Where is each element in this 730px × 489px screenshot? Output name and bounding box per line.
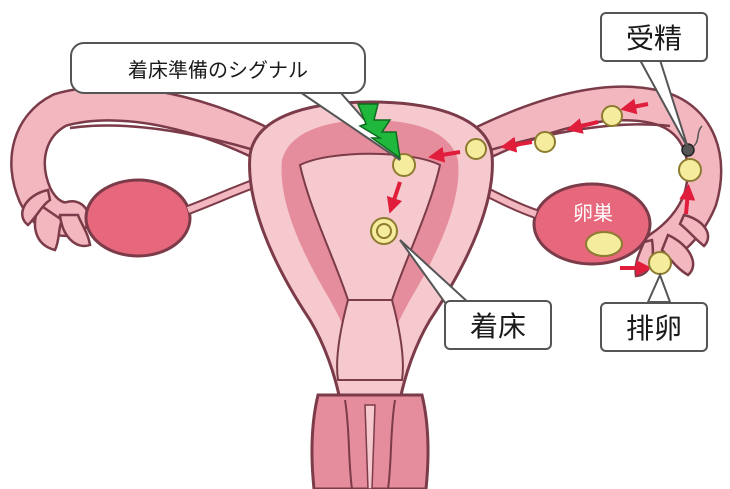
egg-3 [465,138,487,160]
egg-implanted [370,217,398,245]
ovulation-label: 排卵 [600,302,708,352]
arrow-2 [566,118,599,134]
ovary-label: 卵巣 [573,201,613,225]
implantation-label: 着床 [444,300,552,350]
callout-pointers [296,59,689,320]
arrow-3 [500,136,533,153]
arrow-1 [620,98,649,115]
egg-2 [534,131,556,153]
fimbriae-left [21,188,92,252]
egg-fertilized [678,158,702,182]
egg-ovulated [648,251,672,275]
sperm-icon [681,143,695,157]
sperm-tail [693,125,703,147]
egg-1 [601,105,623,127]
arrow-5 [386,181,403,214]
egg-migration-arrows [386,98,696,276]
uterus-body [248,100,494,489]
pointer-ovulation [646,272,672,303]
ovary-left [84,173,272,258]
signal-callout: 着床準備のシグナル [70,42,366,94]
arrow-tube-up [679,184,696,215]
arrow-4 [428,146,461,163]
egg-implanted-inner [376,223,392,239]
fertilization-label: 受精 [600,12,708,62]
lightning-icon [356,103,402,160]
